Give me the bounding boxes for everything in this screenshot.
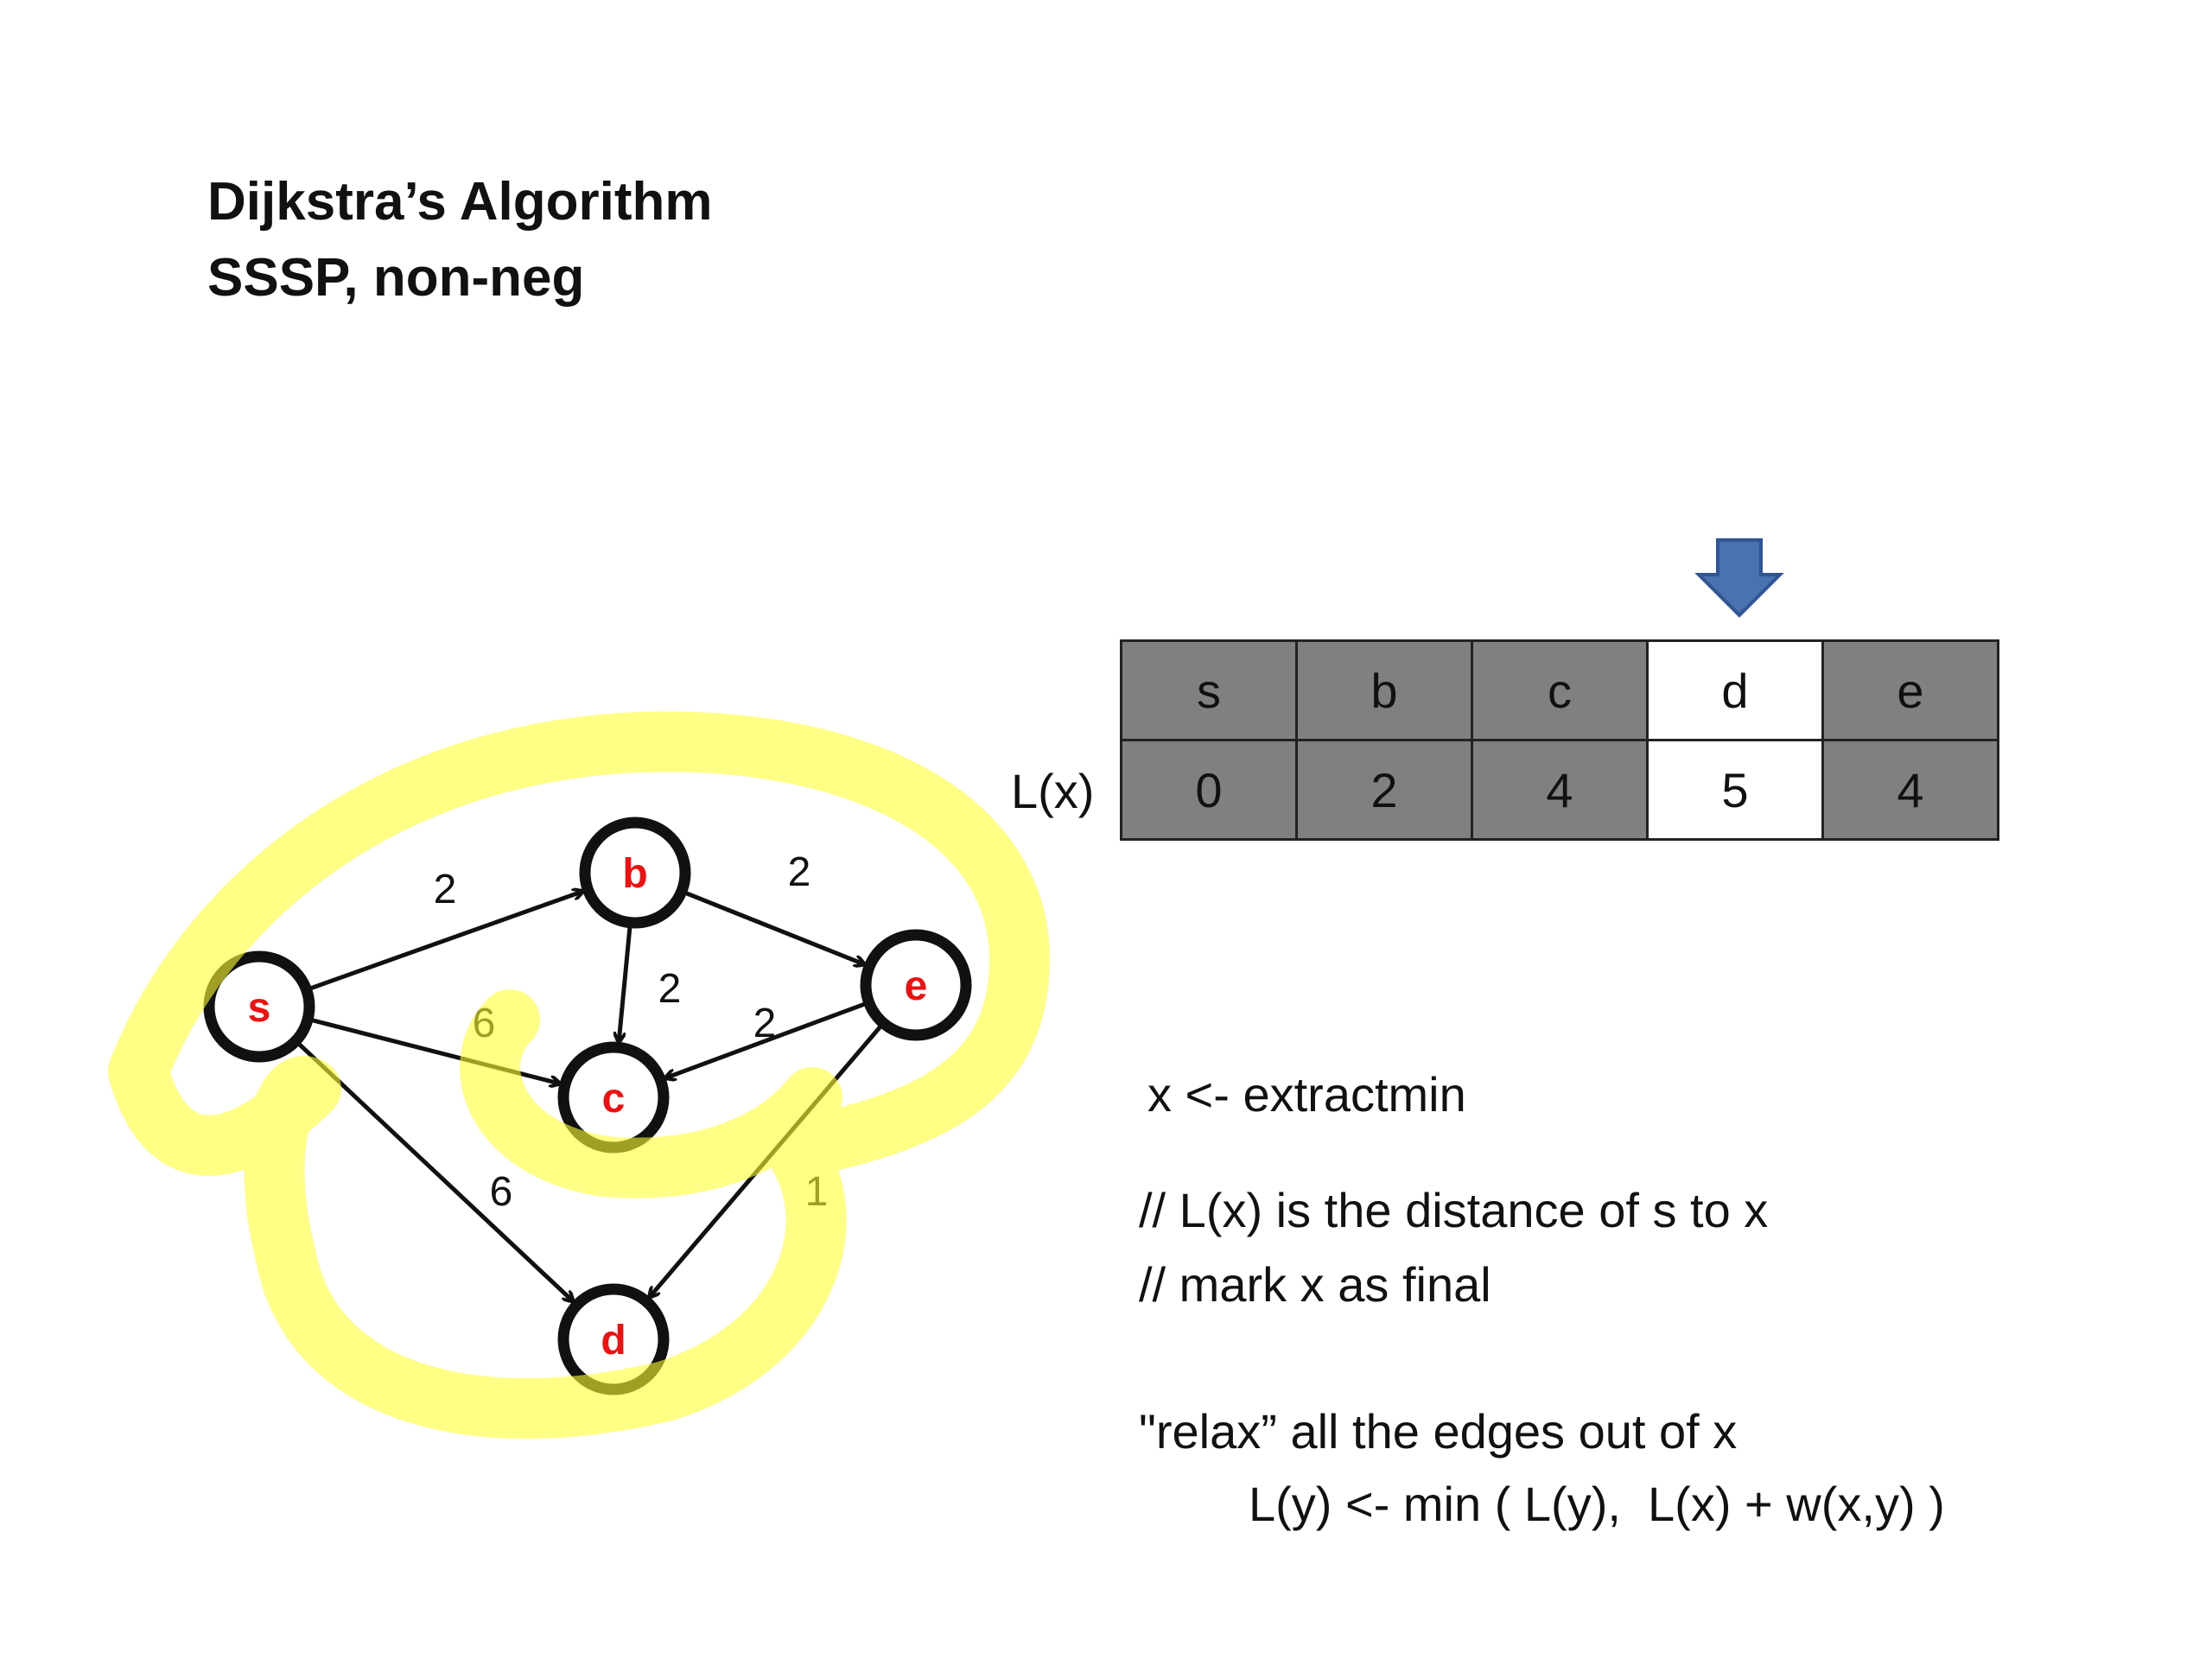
header-cell: c [1471,639,1649,741]
graph-node-e: e [860,929,972,1041]
node-label: s [248,985,271,1031]
edge-weight-label: 2 [658,966,682,1012]
graph-node-b: b [579,817,691,929]
edge-b-e [683,890,865,964]
edge-weight-label: 6 [490,1169,513,1215]
title-line-1: Dijkstra’s Algorithm [207,172,713,232]
edge-e-c [665,1001,867,1078]
update-line: L(y) <- min ( L(y), L(x) + w(x,y) ) [1249,1477,1945,1531]
header-cell: b [1295,639,1473,741]
current-pointer-arrow [1694,538,1784,618]
value-cell: 0 [1120,739,1298,841]
header-cell: s [1120,639,1298,741]
table-header-row: s b c d e [1120,639,1999,741]
value-cell: 5 [1646,739,1824,841]
value-cell: 2 [1295,739,1473,841]
edge-s-b [308,891,582,991]
header-cell: e [1821,639,1999,741]
value-cell: 4 [1821,739,1999,841]
comment-line-2: // mark x as final [1139,1257,1491,1312]
edge-weight-label: 2 [753,1001,777,1046]
comment-line-1: // L(x) is the distance of s to x [1139,1183,1769,1237]
edge-b-c [619,925,632,1043]
row-label: L(x) [1011,764,1095,818]
node-label: b [622,851,647,897]
node-circle [860,929,972,1041]
distance-table: s b c d e 0 2 4 5 4 [1120,639,1999,841]
value-cell: 4 [1471,739,1649,841]
node-label: d [601,1318,626,1363]
graph-node-s: s [203,950,315,1063]
node-label: c [602,1076,626,1122]
edge-weight-label: 2 [434,867,457,912]
edge-s-d [296,1041,573,1301]
node-circle [579,817,691,929]
node-label: e [905,963,928,1009]
title-line-2: SSSP, non-neg [207,248,585,308]
node-circle [203,950,315,1063]
relax-line: "relax” all the edges out of x [1139,1404,1738,1459]
highlight-stroke [108,711,1050,1439]
table-value-row: 0 2 4 5 4 [1120,739,1999,841]
slide-title: Dijkstra’s Algorithm SSSP, non-neg [207,164,713,316]
extract-line: x <- extractmin [1147,1067,1466,1122]
header-cell: d [1646,639,1824,741]
down-arrow-icon [1694,538,1784,618]
edge-weight-label: 2 [788,849,811,895]
